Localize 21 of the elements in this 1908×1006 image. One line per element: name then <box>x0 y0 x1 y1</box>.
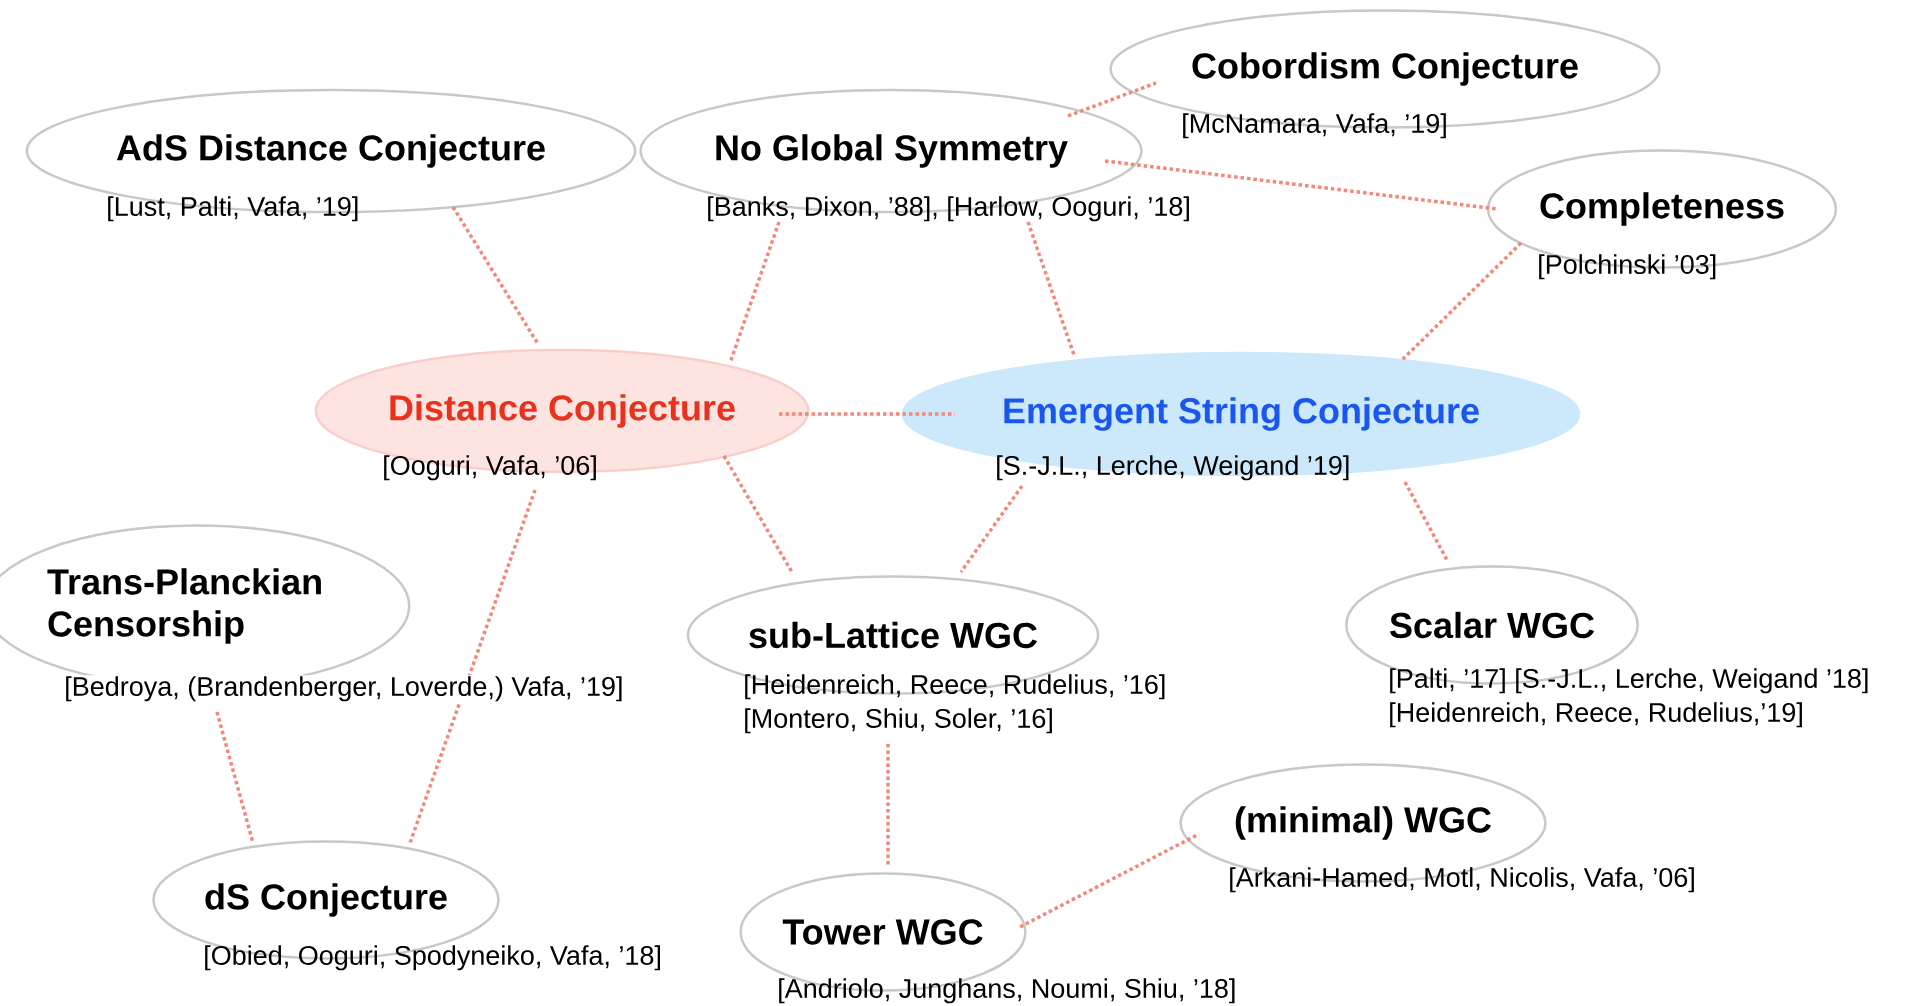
citation: [Banks, Dixon, ’88], [Harlow, Ooguri, ’18] <box>708 196 1189 222</box>
citation: [Montero, Shiu, Soler, ’16] <box>745 708 1052 734</box>
dotted-link <box>1067 81 1157 118</box>
dotted-link <box>722 455 795 575</box>
dotted-link <box>886 744 890 866</box>
citation: [Heidenreich, Reece, Rudelius,’19] <box>1390 702 1802 728</box>
dotted-link <box>1026 221 1076 356</box>
citation: [Bedroya, (Brandenberger, Loverde,) Vafa, ’19] <box>63 675 625 703</box>
dotted-link <box>779 412 955 416</box>
dotted-link <box>215 711 255 844</box>
dotted-link <box>1403 481 1450 563</box>
dotted-link <box>1400 241 1523 362</box>
dotted-link <box>408 489 537 844</box>
citation: [Ooguri, Vafa, ’06] <box>384 455 596 481</box>
dotted-link <box>451 206 540 345</box>
citation: [Heidenreich, Reece, Rudelius, ’16] <box>745 674 1165 700</box>
dotted-link <box>1104 159 1498 211</box>
citation: [Lust, Palti, Vafa, ’19] <box>108 196 358 222</box>
dotted-link <box>959 484 1024 573</box>
dotted-link <box>728 221 781 364</box>
dotted-link <box>1019 832 1200 929</box>
